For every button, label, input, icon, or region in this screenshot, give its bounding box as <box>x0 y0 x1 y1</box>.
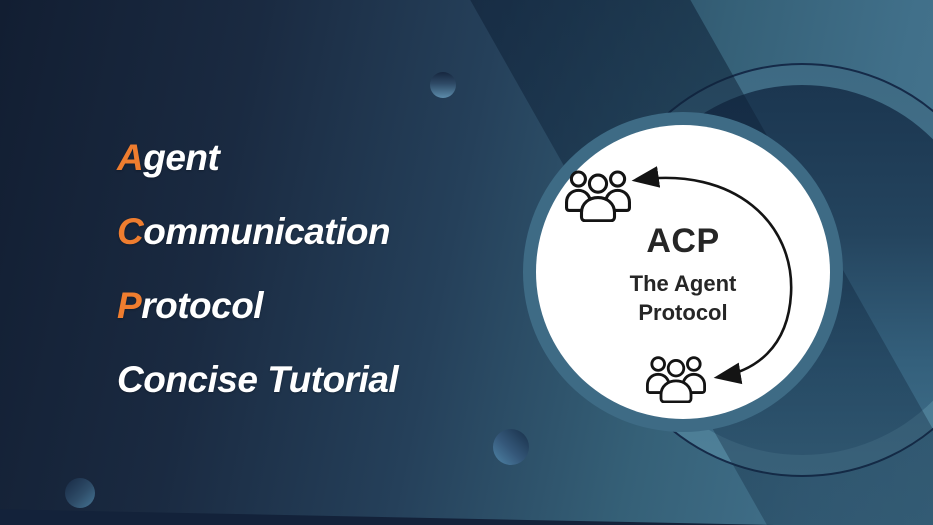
title-rest: rotocol <box>141 285 264 326</box>
user-group-icon <box>565 170 631 222</box>
user-group-icon <box>646 356 706 403</box>
badge-acronym: ACP <box>646 222 720 260</box>
title-rest: gent <box>143 137 220 178</box>
badge-subtitle-line2: Protocol <box>638 300 728 325</box>
badge-subtitle-line1: The Agent <box>629 271 737 296</box>
badge-text-block: ACP The Agent Protocol <box>523 224 843 327</box>
decor-dot-middle <box>493 429 529 465</box>
title-line-concise-tutorial: Concise Tutorial <box>117 359 399 400</box>
decor-dot-bottom-left <box>65 478 95 508</box>
title-line-agent: Agent <box>117 137 220 178</box>
cycle-arrow-icon <box>631 166 793 385</box>
decor-dot-top <box>430 72 456 98</box>
title-line-communication: Communication <box>117 211 391 252</box>
acp-badge-circle: ACP The Agent Protocol <box>523 112 843 432</box>
title-rest: Concise Tutorial <box>117 359 399 400</box>
badge-subtitle: The Agent Protocol <box>523 269 843 327</box>
title-highlight-letter: A <box>117 137 144 178</box>
title-line-protocol: Protocol <box>117 285 264 326</box>
title-rest: ommunication <box>143 211 391 252</box>
title-highlight-letter: P <box>117 285 142 326</box>
title-highlight-letter: C <box>117 211 144 252</box>
